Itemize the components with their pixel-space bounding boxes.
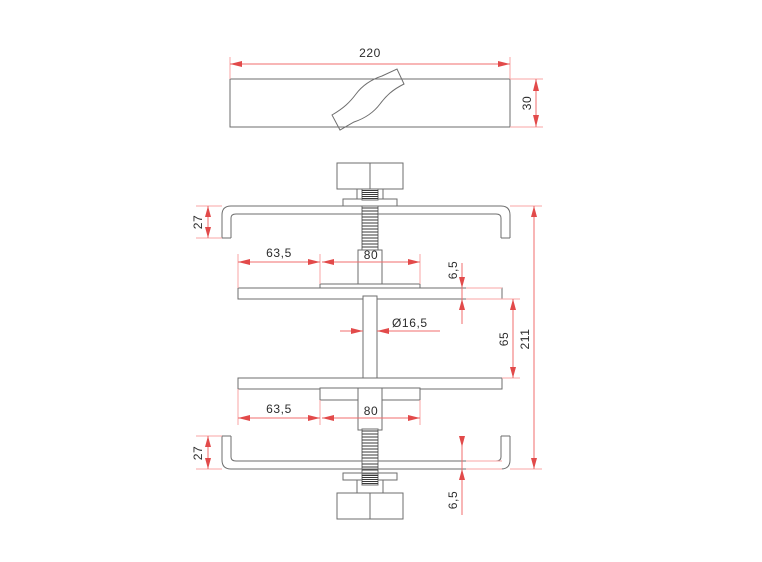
strap-s-bend-shape — [331, 68, 405, 131]
dim-30-group: 30 — [510, 78, 543, 128]
dim-label-80-bottom: 80 — [364, 404, 379, 418]
top-knob-wing-right — [369, 162, 404, 190]
bottom-knob-thread-group — [361, 473, 379, 486]
upper-thread-body — [361, 205, 379, 251]
top-knob-thread-group — [361, 188, 379, 201]
central-rod — [362, 295, 378, 381]
upper-rod-smooth — [357, 249, 383, 286]
dim-635-top-group: 63,5 — [237, 246, 321, 288]
bottom-knob-wing-right — [369, 492, 404, 520]
dim-label-220: 220 — [359, 46, 381, 60]
dim-label-635-bottom: 63,5 — [266, 402, 292, 416]
dim-211-group: 211 — [510, 205, 542, 470]
dim-80-bottom-group: 80 — [322, 400, 421, 425]
strap-bar-outline — [229, 78, 511, 128]
dim-220-group: 220 — [229, 46, 511, 79]
dim-80-top-group: 80 — [322, 248, 421, 284]
dim-label-65-bottom: 6,5 — [446, 491, 460, 509]
dim-label-65-top: 6,5 — [446, 261, 460, 279]
dim-label-65-mid: 65 — [497, 332, 511, 347]
dim-65-mid-group: 65 — [497, 298, 520, 379]
dim-27-top-group: 27 — [191, 205, 222, 239]
lower-bracket-group — [221, 435, 511, 470]
bottom-knob-wing-left — [336, 492, 371, 520]
lower-threaded-rod-group — [361, 428, 379, 475]
dim-label-211: 211 — [518, 329, 532, 350]
lower-rod-smooth — [357, 387, 383, 431]
dim-27-bottom-group: 27 — [191, 435, 222, 470]
dim-635-bottom-group: 63,5 — [237, 389, 321, 425]
dim-label-diameter: Ø16,5 — [392, 316, 428, 330]
dim-diameter-group: Ø16,5 — [340, 316, 440, 334]
dim-label-635-top: 63,5 — [266, 246, 292, 260]
dim-label-27-bottom: 27 — [191, 446, 205, 461]
top-view-group: 220 30 — [229, 46, 543, 131]
dim-65-bottom-group: 6,5 — [446, 436, 502, 515]
dim-label-80-top: 80 — [364, 248, 379, 262]
upper-threaded-rod-group — [361, 205, 379, 251]
dim-label-27-top: 27 — [191, 215, 205, 230]
lower-bracket-inner — [230, 436, 502, 462]
dim-65-top-group: 6,5 — [446, 261, 502, 324]
lower-bracket-outer — [221, 436, 511, 470]
top-knob-wing-left — [336, 162, 371, 190]
front-view-group — [221, 162, 511, 520]
dim-label-30: 30 — [520, 96, 534, 111]
lower-plate — [237, 377, 503, 390]
